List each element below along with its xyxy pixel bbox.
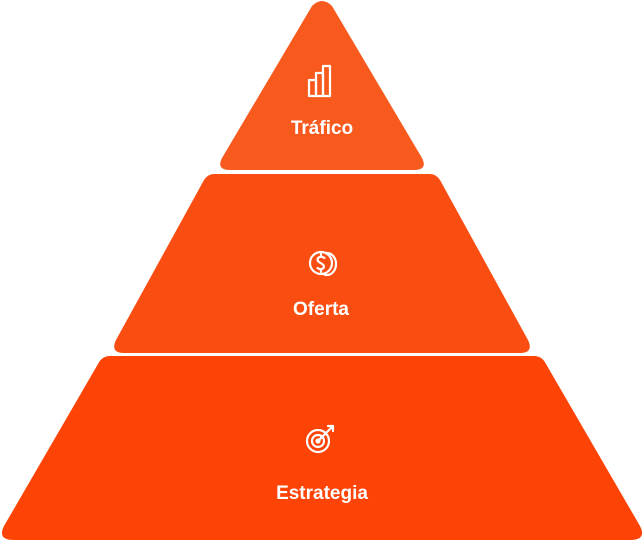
tier-estrategia-shape (1, 356, 643, 540)
tier-oferta-label: Oferta (293, 299, 349, 320)
tier-trafico-label: Tráfico (291, 118, 353, 139)
tier-estrategia-label: Estrategia (276, 483, 368, 504)
dollar-coins-icon (308, 250, 338, 277)
tier-estrategia: Estrategia (1, 356, 643, 540)
target-arrow-icon (305, 424, 335, 454)
tier-trafico: Tráfico (220, 1, 424, 170)
bar-chart-icon (307, 64, 332, 98)
tier-oferta: Oferta (114, 174, 530, 353)
